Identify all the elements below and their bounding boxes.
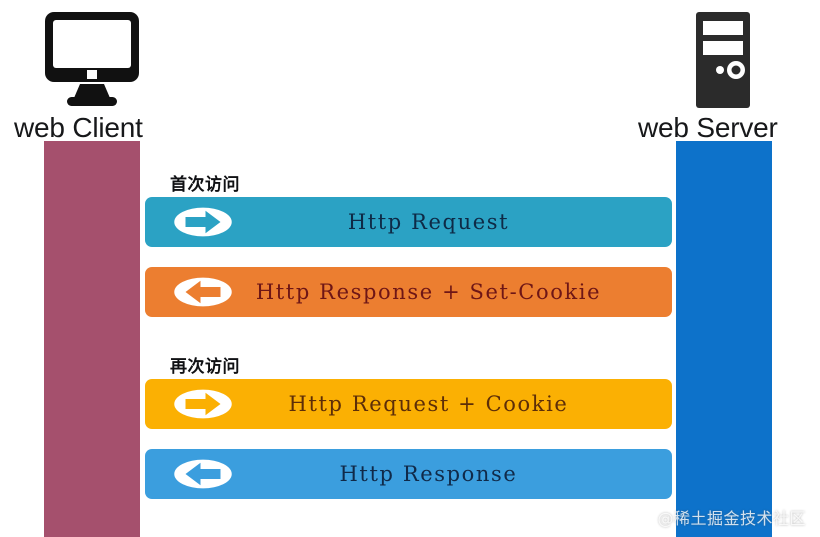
watermark: @稀土掘金技术社区: [657, 509, 806, 528]
server-actor-label: web Server: [638, 112, 778, 143]
message-bar: Http Response + Set-Cookie: [145, 267, 672, 317]
client-actor-label: web Client: [14, 112, 143, 143]
arrow-left-icon: [155, 454, 251, 494]
message-bar: Http Request: [145, 197, 672, 247]
phase-label-first-visit: 首次访问: [170, 175, 240, 195]
desktop-monitor-icon: [36, 8, 148, 108]
server-lifeline: [676, 141, 772, 537]
arrow-right-icon: [155, 384, 251, 424]
message-label: Http Response + Set-Cookie: [255, 280, 602, 304]
message-bar: Http Response: [145, 449, 672, 499]
phase-label-repeat-visit: 再次访问: [170, 357, 240, 377]
arrow-right-icon: [155, 202, 251, 242]
message-label: Http Request + Cookie: [288, 392, 569, 416]
message-label: Http Response: [339, 462, 518, 486]
message-bar: Http Request + Cookie: [145, 379, 672, 429]
message-label: Http Request: [347, 210, 510, 234]
server-tower-icon: [688, 8, 758, 112]
arrow-left-icon: [155, 272, 251, 312]
client-lifeline: [44, 141, 140, 537]
